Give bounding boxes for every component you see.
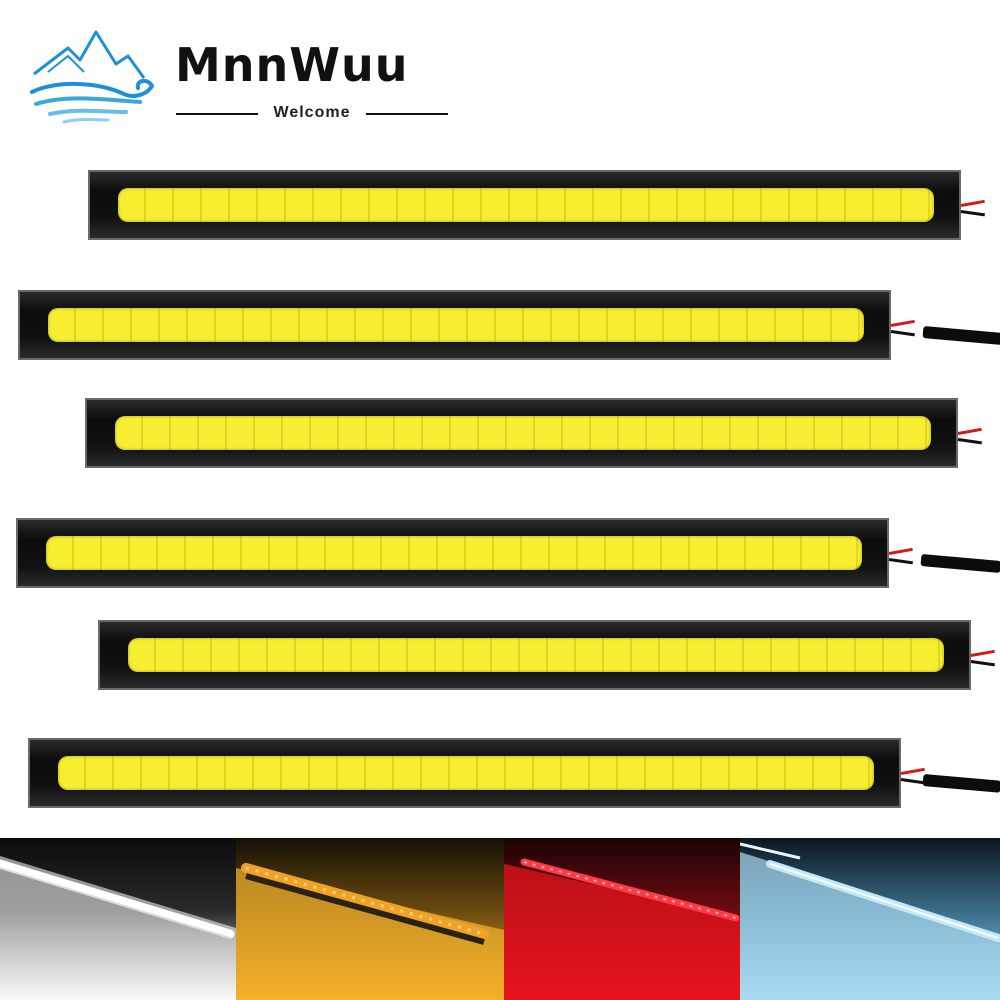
- brand-tagline: Welcome: [176, 104, 448, 124]
- tagline-rule-right: [366, 113, 448, 115]
- strip-light: [46, 536, 862, 570]
- red-wire: [888, 547, 913, 555]
- black-wire: [900, 778, 925, 785]
- red-wire: [890, 319, 915, 327]
- black-wire: [890, 330, 915, 337]
- brand-logo: [28, 22, 468, 132]
- black-wire: [970, 660, 995, 667]
- strip-light: [118, 188, 934, 222]
- red-light-panel: [504, 838, 740, 1000]
- strip-light: [115, 416, 931, 450]
- brand-name: MnnWuu: [175, 38, 409, 92]
- wire-connector: [922, 326, 1000, 345]
- wire-connector: [920, 554, 1000, 573]
- amber-light-panel: [236, 838, 504, 1000]
- tagline-rule-left: [176, 113, 258, 115]
- red-wire: [970, 649, 995, 657]
- strip-light: [48, 308, 864, 342]
- strip-housing: [85, 398, 958, 468]
- red-wire: [957, 427, 982, 435]
- red-wire: [960, 199, 985, 207]
- white-light-panel: [0, 838, 236, 1000]
- light-color-panels: [0, 838, 1000, 1000]
- strip-housing: [88, 170, 961, 240]
- strip-housing: [16, 518, 889, 588]
- mountain-wave-icon: [30, 30, 155, 124]
- strip-housing: [18, 290, 891, 360]
- wire-connector: [922, 774, 1000, 793]
- red-wire: [900, 767, 925, 775]
- tagline-text: Welcome: [273, 104, 351, 121]
- strip-light: [58, 756, 874, 790]
- ice-blue-light-panel: [740, 838, 1000, 1000]
- strip-housing: [28, 738, 901, 808]
- black-wire: [888, 558, 913, 565]
- strip-light: [128, 638, 944, 672]
- black-wire: [960, 210, 985, 217]
- black-wire: [957, 438, 982, 445]
- strip-housing: [98, 620, 971, 690]
